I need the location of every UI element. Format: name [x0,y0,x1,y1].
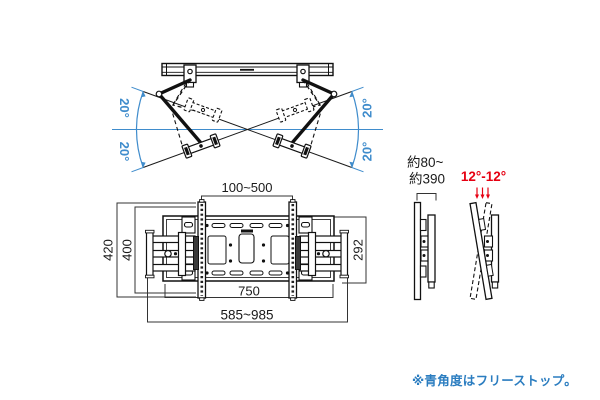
swivel-angle-label-left-lower: 20° [117,142,132,162]
vesa-rail-left [197,199,207,301]
tv-clamp-right-solid [272,133,312,159]
arrowhead-icon [141,91,146,98]
folded-arm-right [295,229,349,279]
tv-clamp-left-solid [181,133,221,159]
overall-width-label: 585~985 [221,308,274,323]
swivel-extreme-lines [143,91,352,168]
front-view-diagram: 100~500 420 400 292 750 585~985 [101,180,367,323]
side-view-tilted: 12°-12° [461,169,506,301]
swivel-angle-label-right-lower: 20° [360,142,375,162]
swivel-angle-label-left-upper: 20° [117,98,132,118]
rail-spacing-label: 100~500 [222,180,273,195]
dimension-lines [116,195,367,323]
arrowhead-icon [141,161,146,168]
tilt-range-label: 12°-12° [461,169,506,184]
swivel-arc-left [135,91,146,168]
height-outer-label: 420 [101,239,116,261]
depth-range-label-line2: 約390 [409,172,445,187]
tilt-plate-solid [469,201,494,301]
tilt-arrows-icon [475,187,490,199]
plate-width-label: 750 [238,284,260,299]
articulating-arm-left [155,78,203,149]
side-view-flat: 約80~ 約390 [407,155,445,301]
height-inner-label: 400 [120,239,135,261]
articulating-arm-right [290,78,338,149]
free-stop-footnote: ※青角度はフリーストップ。 [411,374,577,388]
swivel-arc-right [349,91,360,168]
swivel-angle-label-right-upper: 20° [360,98,375,118]
plate-center-mark [241,229,253,233]
top-view-swivel-diagram: 20° 20° 20° 20° [112,62,383,173]
folded-arm-left [145,229,199,279]
arm-pivot-left [183,64,197,88]
depth-dimension-bracket [416,193,437,201]
arrowhead-icon [349,161,354,168]
bracket-height-label: 292 [351,239,366,261]
swivel-line-extensions [131,86,364,173]
arm-pivot-right [296,64,310,88]
tv-clamp-left-dashed [183,97,223,123]
tv-clamp-right-dashed [275,97,315,123]
depth-range-label-line1: 約80~ [407,155,444,170]
arrowhead-icon [349,91,354,98]
